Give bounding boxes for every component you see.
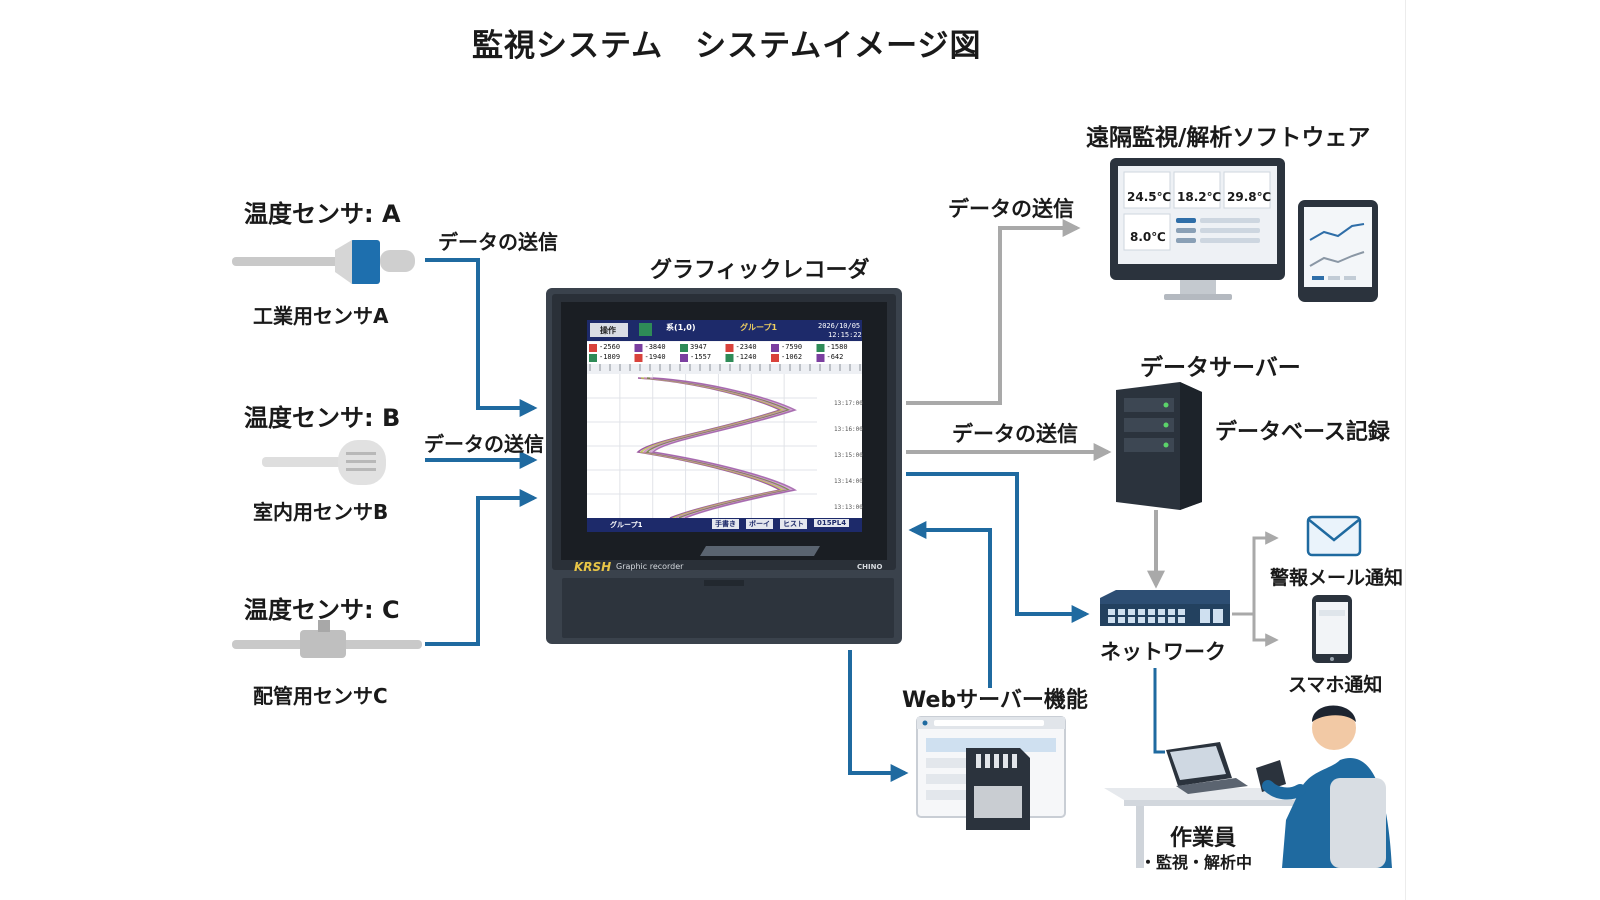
channel-color-chip [816, 344, 825, 352]
arrow-sensor-c [425, 489, 538, 646]
channel-color-chip [589, 354, 597, 362]
sd-card-icon [966, 748, 1030, 830]
worker-subtitle: ・監視・解析中 [1140, 853, 1253, 872]
recorder-maker: CHINO [857, 563, 883, 571]
frame-edge [1405, 0, 1406, 900]
software-reading-2: 18.2℃ [1177, 190, 1222, 204]
channel-color-chip [771, 344, 779, 352]
sensor-c-probe-icon [232, 620, 422, 658]
sensor-c-label: 配管用センサC [253, 684, 388, 708]
arrow-to-phone [1252, 614, 1279, 647]
time-tick-label: 13:15:00 [834, 452, 863, 459]
channel-value: -1557 [690, 353, 712, 361]
channel-value: -1580 [826, 343, 848, 351]
time-tick-label: 13:17:00 [834, 400, 863, 407]
sensor-b-label: 室内用センサB [253, 500, 389, 524]
flow-label-send-software: データの送信 [948, 197, 1074, 221]
sensor-c-heading: 温度センサ: C [244, 596, 400, 624]
channel-value: -2340 [735, 343, 757, 351]
channel-color-chip [634, 354, 643, 362]
recorder-footer-button[interactable]: ヒスト [780, 519, 807, 529]
flow-label-send-a: データの送信 [438, 230, 558, 254]
mail-notify-label: 警報メール通知 [1270, 567, 1404, 589]
channel-color-chip [725, 354, 734, 362]
line-network-worker [1153, 668, 1165, 754]
recorder-op-button[interactable]: 操作 [600, 326, 616, 335]
recorder-model: Graphic recorder [616, 562, 684, 571]
channel-value: -7590 [781, 343, 803, 351]
software-monitor-icon [1110, 158, 1285, 300]
server-title: データサーバー [1140, 355, 1301, 381]
arrow-to-mail [1232, 531, 1279, 616]
channel-color-chip [725, 344, 734, 352]
sensor-a-probe-icon [232, 240, 415, 284]
arrow-to-software [906, 219, 1081, 405]
time-tick-label: 13:13:00 [834, 504, 863, 511]
time-tick-label: 13:14:00 [834, 478, 863, 485]
time-tick-label: 13:16:00 [834, 426, 863, 433]
channel-value: -1240 [735, 353, 757, 361]
recorder-brand: KRSH [574, 560, 612, 574]
sensor-b-probe-icon [262, 440, 386, 485]
flow-label-send-b: データの送信 [424, 432, 544, 456]
data-server-icon [1116, 382, 1202, 510]
channel-color-chip [680, 354, 688, 362]
channel-color-chip [680, 344, 688, 352]
channel-color-chip [589, 344, 597, 352]
network-label: ネットワーク [1100, 640, 1226, 664]
channel-value: 3947 [690, 343, 707, 351]
worker-title: 作業員 [1170, 826, 1237, 851]
server-caption: データベース記録 [1215, 420, 1390, 445]
arrow-web-recorder [908, 521, 992, 688]
recorder-screen [587, 320, 862, 532]
software-reading-4: 8.0℃ [1130, 230, 1166, 244]
recorder-title: グラフィックレコーダ [650, 258, 870, 283]
channel-value: -1062 [781, 353, 803, 361]
arrow-recorder-network [906, 472, 1090, 623]
channel-value: -2560 [599, 343, 621, 351]
page-title: 監視システム システムイメージ図 [472, 28, 982, 64]
sensor-a-heading: 温度センサ: A [244, 200, 401, 228]
network-switch-icon [1100, 590, 1230, 626]
recorder-date: 2026/10/05 [818, 322, 861, 330]
recorder-time: 12:15:22 [828, 331, 862, 339]
phone-notify-label: スマホ通知 [1288, 674, 1383, 696]
web-server-title: Webサーバー機能 [902, 688, 1088, 713]
tablet-chart-icon [1298, 200, 1378, 302]
recorder-footer-button[interactable]: ボーイ [746, 519, 773, 529]
arrow-recorder-web [848, 650, 909, 782]
software-title: 遠隔監視/解析ソフトウェア [1086, 125, 1371, 151]
software-reading-3: 29.8℃ [1227, 190, 1272, 204]
recorder-header-a: 系(1,0) [666, 323, 696, 332]
worker-desk-scene-icon [1104, 705, 1392, 868]
sensor-b-heading: 温度センサ: B [244, 404, 401, 432]
software-reading-1: 24.5℃ [1127, 190, 1172, 204]
channel-color-chip [771, 354, 779, 362]
channel-value: -1809 [599, 353, 621, 361]
recorder-trend-waves [636, 377, 798, 519]
channel-color-chip [634, 344, 643, 352]
channel-value: -642 [826, 353, 844, 361]
channel-value: -1940 [644, 353, 666, 361]
recorder-footer-button[interactable]: 手書き [712, 519, 739, 529]
arrow-sensor-a [425, 258, 538, 417]
sensor-a-label: 工業用センサA [253, 304, 389, 328]
recorder-footer-button[interactable]: 015PL4 [814, 519, 850, 527]
flow-label-send-server: データの送信 [952, 422, 1078, 446]
mail-envelope-icon [1306, 515, 1362, 557]
channel-value: -3840 [644, 343, 666, 351]
recorder-footer-group: グループ1 [610, 521, 643, 529]
smartphone-icon [1312, 595, 1352, 663]
recorder-header-b: グループ1 [740, 323, 778, 332]
channel-color-chip [816, 354, 825, 362]
